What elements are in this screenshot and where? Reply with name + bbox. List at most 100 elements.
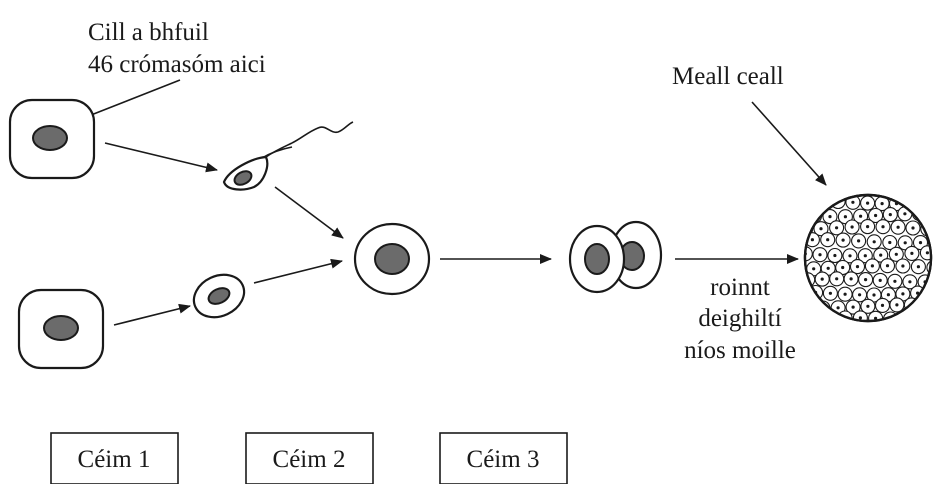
mass-small-nucleus — [835, 277, 839, 281]
mass-small-nucleus — [858, 316, 863, 320]
mass-small-nucleus — [796, 239, 799, 242]
mass-small-nucleus — [925, 251, 930, 255]
mass-small-nucleus — [805, 306, 810, 310]
mass-small-nucleus — [851, 200, 855, 204]
step-label-2: Céim 2 — [273, 446, 346, 473]
mass-small-nucleus — [880, 303, 885, 307]
division-label-line3: níos moille — [684, 337, 796, 364]
body-cell-bottom — [17, 288, 105, 370]
step-box-2: Céim 2 — [245, 432, 374, 484]
mass-small-cell — [852, 180, 866, 194]
mass-small-nucleus — [826, 238, 830, 242]
mass-small-nucleus — [916, 291, 920, 295]
mass-small-nucleus — [857, 239, 861, 243]
mass-small-cell — [880, 195, 896, 197]
mass-small-nucleus — [833, 253, 837, 258]
mass-small-cell — [805, 284, 809, 300]
arrow-body-to-egg — [113, 303, 191, 326]
mass-small-nucleus — [881, 225, 885, 229]
mass-small-nucleus — [901, 292, 905, 296]
mass-small-nucleus — [812, 214, 817, 218]
mass-small-nucleus — [901, 264, 905, 268]
mass-small-nucleus — [926, 227, 930, 231]
mass-small-nucleus — [901, 188, 904, 191]
mass-small-nucleus — [878, 278, 882, 282]
mass-small-nucleus — [799, 290, 802, 293]
mass-small-nucleus — [874, 316, 878, 320]
division-label-line2: deighiltí — [698, 305, 781, 332]
mass-small-nucleus — [797, 319, 800, 322]
mass-small-cell — [837, 195, 853, 196]
mass-small-nucleus — [841, 238, 845, 242]
mass-small-nucleus — [858, 293, 862, 297]
mass-small-nucleus — [863, 254, 867, 258]
mass-small-nucleus — [910, 251, 914, 255]
mass-small-nucleus — [896, 225, 900, 229]
mass-small-nucleus — [843, 292, 847, 296]
mass-small-nucleus — [818, 253, 822, 257]
mass-small-nucleus — [924, 303, 928, 307]
mass-small-nucleus — [903, 212, 907, 216]
body-cell-label-line1: Cill a bhfuil — [88, 19, 209, 46]
mass-small-nucleus — [888, 240, 892, 245]
mass-small-cell — [912, 313, 928, 321]
mass-small-nucleus — [895, 303, 899, 307]
mass-small-nucleus — [859, 214, 863, 218]
mass-small-cell — [911, 205, 927, 222]
mass-small-nucleus — [918, 319, 922, 321]
mass-small-cell — [807, 195, 824, 197]
mass-small-nucleus — [810, 238, 815, 242]
body-cell-top — [8, 98, 96, 180]
mass-small-cell — [815, 195, 831, 209]
cell-mass-label: Meall ceall — [672, 63, 784, 90]
mass-small-nucleus — [866, 304, 870, 308]
mass-small-nucleus — [879, 253, 883, 257]
mass-small-cell — [806, 311, 822, 321]
mass-small-nucleus — [916, 265, 921, 269]
mass-small-nucleus — [918, 241, 923, 245]
mass-small-cell — [805, 207, 807, 223]
mass-small-nucleus — [885, 264, 890, 268]
mass-small-nucleus — [806, 198, 810, 203]
mass-small-cell — [805, 300, 816, 316]
mass-small-nucleus — [835, 226, 839, 230]
cell-mass-leader-line — [751, 101, 827, 186]
mass-small-nucleus — [826, 266, 830, 270]
egg-cell — [192, 273, 246, 319]
mass-small-nucleus — [866, 225, 870, 229]
mass-small-cell — [790, 233, 804, 247]
step-box-1: Céim 1 — [50, 432, 179, 484]
mass-small-nucleus — [850, 225, 854, 229]
mass-small-cell — [805, 195, 809, 198]
mass-small-cell — [918, 297, 931, 313]
mass-small-nucleus — [864, 278, 868, 282]
mass-small-nucleus — [931, 189, 934, 192]
two-cell-embryo — [568, 220, 663, 294]
mass-small-cell — [924, 284, 931, 300]
sperm-tail — [291, 121, 354, 144]
mass-small-nucleus — [930, 290, 931, 294]
mass-small-nucleus — [903, 318, 907, 321]
mass-small-nucleus — [799, 188, 802, 191]
division-label-line1: roinnt — [710, 274, 770, 301]
mass-small-nucleus — [911, 226, 915, 230]
mass-small-nucleus — [872, 240, 876, 244]
mass-small-cell — [897, 312, 913, 321]
sperm-cell — [222, 121, 354, 191]
mass-small-nucleus — [866, 201, 870, 205]
mass-small-cell — [924, 195, 931, 199]
body-cell-label-line2: 46 crómasóm aici — [88, 51, 266, 78]
mass-small-nucleus — [828, 215, 832, 219]
mass-small-nucleus — [841, 265, 845, 270]
step-label-3: Céim 3 — [467, 446, 540, 473]
mass-small-nucleus — [821, 306, 825, 310]
mass-small-nucleus — [828, 291, 833, 295]
mass-small-nucleus — [886, 187, 889, 190]
mass-small-nucleus — [814, 187, 817, 190]
mass-small-nucleus — [820, 277, 824, 281]
step-box-3: Céim 3 — [439, 432, 568, 484]
mass-small-nucleus — [874, 213, 878, 218]
mass-small-nucleus — [923, 200, 928, 204]
mass-small-nucleus — [797, 214, 800, 217]
